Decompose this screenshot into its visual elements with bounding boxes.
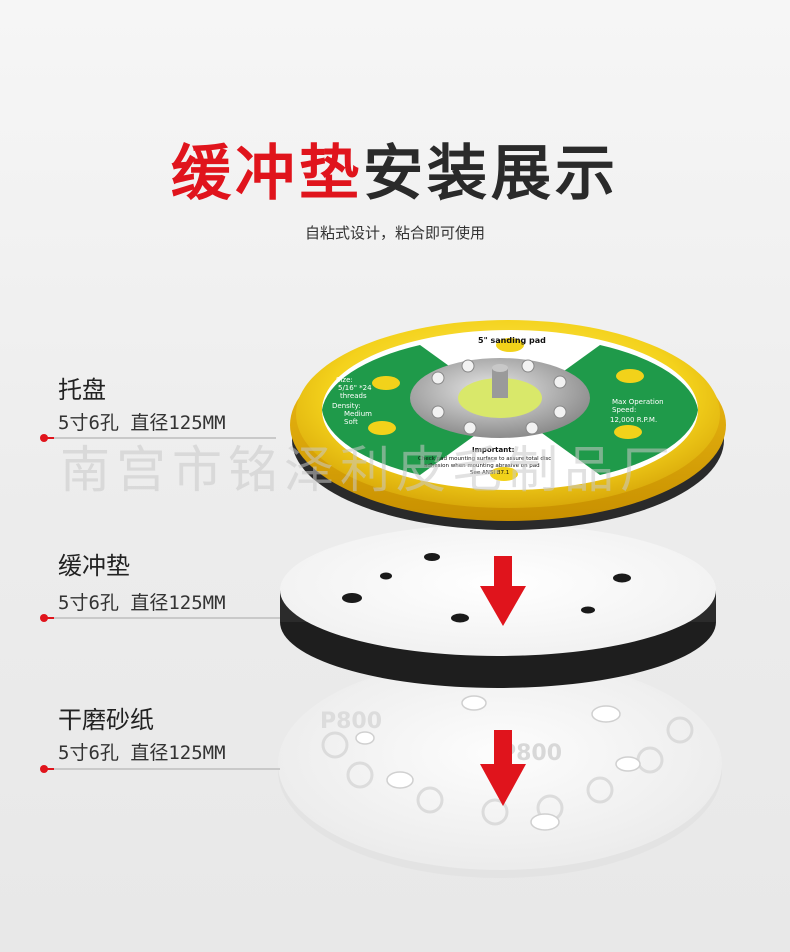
pad-density: Density: (332, 402, 360, 410)
title-rest: 安装展示 (363, 139, 619, 209)
pad-size-3: threads (340, 392, 367, 400)
pad-important: Important: (472, 446, 515, 454)
pad-note-2: adhesion when mounting abrasive on pad (424, 463, 540, 469)
watermark: 南宫市铭泽利皮毛制品厂 (60, 441, 676, 499)
leader-dot (40, 434, 48, 442)
pad-rpm: 12,000 R.P.M. (610, 416, 657, 424)
pad-size-2: 5/16" *24 (338, 384, 372, 392)
layer-name-foam-pad: 缓冲垫 (58, 552, 130, 580)
paper-grit-left: P800 (320, 709, 382, 734)
title-highlight: 缓冲垫 (171, 139, 363, 209)
leader-line-sanding-paper (40, 765, 280, 773)
pad-max-op: Max Operation (612, 398, 664, 406)
pad-soft: Soft (344, 418, 358, 426)
pad-medium: Medium (344, 410, 372, 418)
layer-spec-backing-pad: 5寸6孔 直径125MM (58, 412, 226, 434)
backing-pad: 5" sanding pad Qlima Size: 5/16" *24 thr… (290, 320, 726, 530)
layer-name-backing-pad: 托盘 (58, 376, 106, 404)
leader-line-foam-pad (40, 614, 280, 622)
pad-size-1: Size: (336, 376, 353, 384)
pad-note-1: Check pad mounting surface to assure tot… (418, 456, 551, 462)
subtitle: 自粘式设计，粘合即可使用 (304, 224, 485, 242)
page-title: 缓冲垫安装展示 (0, 125, 790, 212)
pad-note-3: See ANSI B7.1 (470, 470, 509, 476)
layer-spec-foam-pad: 5寸6孔 直径125MM (58, 592, 226, 614)
layer-spec-sanding-paper: 5寸6孔 直径125MM (58, 742, 226, 764)
leader-dot (40, 614, 48, 622)
pad-top-text: 5" sanding pad (478, 336, 546, 345)
arrow-down-icon-2 (480, 730, 526, 806)
leader-line-backing-pad (40, 434, 276, 442)
leader-dot (40, 765, 48, 773)
arrow-down-icon (480, 556, 526, 626)
pad-brand: Qlima (436, 348, 457, 356)
pad-speed: Speed: (612, 406, 636, 414)
layer-name-sanding-paper: 干磨砂纸 (58, 706, 154, 734)
